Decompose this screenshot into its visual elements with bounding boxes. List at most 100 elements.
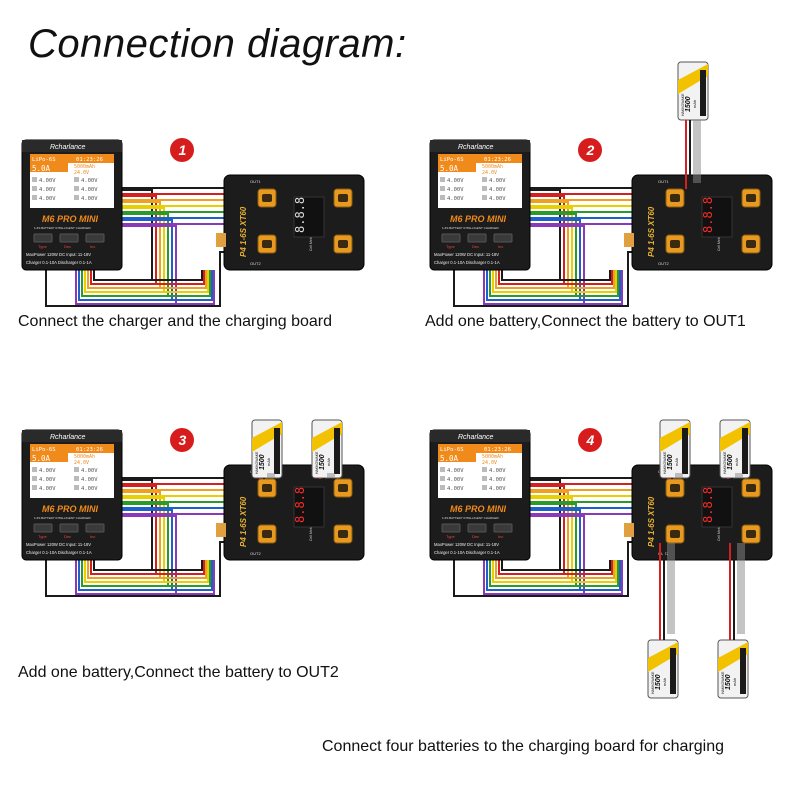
charger-time: 01:23:26 [76, 157, 103, 163]
wire-loop [489, 270, 619, 297]
out1-label: OUT1 [250, 179, 261, 184]
cell-icon [482, 186, 487, 191]
cell-voltage: 4.00V [81, 196, 98, 202]
charger-button-label: Type [38, 244, 47, 249]
charger-mode: LiPo-6S [440, 157, 464, 163]
out2-label: OUT2 [658, 261, 669, 266]
charger-current: 5.0A [440, 454, 459, 463]
charger-screen-header [30, 154, 114, 163]
charger-subtitle: 1-6S BATTERY INTELLIGENT CHARGER [34, 226, 91, 230]
charger-current-bg [30, 163, 68, 172]
wire [528, 479, 561, 569]
cell-icon [32, 476, 37, 481]
wire-loop [87, 560, 207, 579]
battery-brand: HAKKOWAKE [721, 671, 725, 694]
balance-wires [453, 477, 638, 597]
wire-loop [489, 560, 619, 587]
charger-capacity: 5000mAh [74, 164, 95, 170]
wire-loop [87, 270, 207, 289]
charger-capacity: 5000mAh [482, 454, 503, 460]
cell-voltage: 4.00V [447, 196, 464, 202]
charger-mode: LiPo-6S [32, 157, 56, 163]
wire-loop [81, 560, 211, 587]
cell-voltage: 4.00V [39, 486, 56, 492]
charger-button [441, 233, 461, 243]
cell-voltage: 4.00V [447, 187, 464, 193]
balance-wires [45, 477, 230, 597]
charger-spec-1: MaxPower 120W DC Input: 11-18V [26, 542, 91, 547]
cell-icon [440, 485, 445, 490]
charger-screen-header [438, 444, 522, 453]
board-model: P4 1-6S XT60 [647, 206, 656, 257]
charger-button-label: Dec [64, 534, 71, 539]
balance-wires [453, 187, 638, 307]
battery-capacity: 1500 [319, 454, 326, 470]
xt60-socket [262, 194, 272, 202]
charger-button-label: Type [446, 244, 455, 249]
cell-voltage: 4.00V [447, 178, 464, 184]
wire [528, 497, 573, 581]
step-badge [170, 428, 194, 452]
charger-button [33, 523, 53, 533]
wire [120, 479, 153, 569]
wire [120, 491, 161, 577]
wire-loop [492, 560, 617, 583]
xt60-socket [262, 530, 272, 538]
wire [528, 189, 561, 279]
charger-button-label: Dec [472, 534, 479, 539]
charger-button-label: Inc [498, 244, 503, 249]
wire [528, 491, 569, 577]
wire-loop [501, 270, 611, 281]
wire-loop [75, 560, 215, 595]
xt60-input [216, 523, 226, 537]
wire [528, 219, 581, 299]
xt60-socket [670, 484, 680, 492]
charger-time: 01:23:26 [484, 447, 511, 453]
wire [528, 225, 585, 303]
charger-spec-1: MaxPower 120W DC Input: 11-18V [26, 252, 91, 257]
cell-meter-display [701, 196, 733, 238]
cell-voltage: 4.00V [81, 178, 98, 184]
cell-voltage: 4.00V [81, 477, 98, 483]
charger-voltage: 24.0V [482, 170, 497, 176]
charger-subtitle: 1-6S BATTERY INTELLIGENT CHARGER [34, 516, 91, 520]
cell-voltage: 4.00V [39, 187, 56, 193]
power-lead [45, 251, 226, 307]
charger-voltage: 24.0V [74, 170, 89, 176]
charger-subtitle: 1-6S BATTERY INTELLIGENT CHARGER [442, 516, 499, 520]
wire [120, 219, 173, 299]
charger-top [22, 430, 122, 442]
xt60-socket [670, 194, 680, 202]
wire-loop [84, 560, 209, 583]
battery-capacity: 1500 [725, 674, 732, 690]
cell-icon [32, 177, 37, 182]
charger-button [59, 523, 79, 533]
cell-icon [74, 177, 79, 182]
cell-icon [482, 485, 487, 490]
cell-icon [482, 467, 487, 472]
xt60-socket [262, 484, 272, 492]
page-title: Connection diagram: [28, 22, 407, 66]
cell-voltage: 4.00V [447, 477, 464, 483]
charger-top [22, 140, 122, 152]
cell-meter-display [293, 196, 325, 238]
charger-top [430, 430, 530, 442]
battery-capacity: 1500 [667, 454, 674, 470]
wire-loop [486, 270, 621, 301]
battery-label-band [700, 70, 706, 116]
cell-icon [440, 195, 445, 200]
charger-time: 01:23:26 [76, 447, 103, 453]
charger-button-label: Type [38, 534, 47, 539]
cell-voltage: 4.00V [39, 178, 56, 184]
charger-button [467, 523, 487, 533]
